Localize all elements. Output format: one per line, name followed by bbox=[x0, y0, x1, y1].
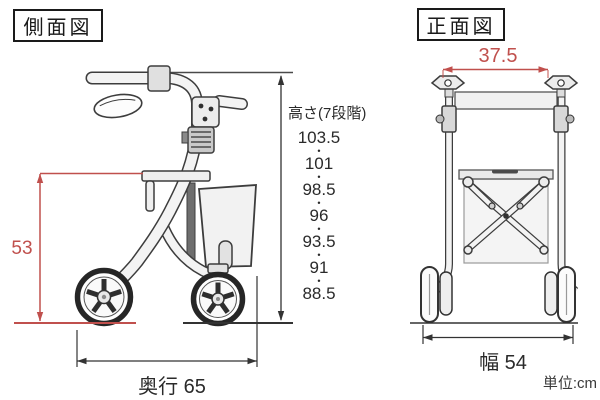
handle-span-dimension bbox=[442, 66, 549, 78]
height-step-dot: • bbox=[317, 275, 321, 286]
seat-height-dimension bbox=[14, 172, 143, 324]
height-heading: 高さ(7段階) bbox=[288, 105, 367, 122]
height-step-dot: • bbox=[317, 197, 321, 208]
height-step-dot: • bbox=[317, 145, 321, 156]
height-step-value: 88.5 bbox=[302, 284, 336, 303]
front-wheel bbox=[74, 267, 134, 327]
seat-height-value: 53 bbox=[11, 238, 33, 259]
side-view-title: 側面図 bbox=[13, 9, 103, 42]
depth-dimension bbox=[76, 276, 258, 367]
depth-dimension-label: 奥行 65 bbox=[138, 376, 206, 398]
side-basket bbox=[186, 182, 257, 270]
height-step-value: 96 bbox=[309, 206, 329, 225]
front-view-title: 正面図 bbox=[417, 8, 505, 41]
side-view-drawing bbox=[74, 65, 293, 327]
seat bbox=[141, 170, 211, 212]
height-step-dot: • bbox=[317, 249, 321, 260]
height-step-value: 91 bbox=[309, 258, 329, 277]
height-step-value: 101 bbox=[304, 154, 334, 173]
height-step-value: 103.5 bbox=[297, 128, 341, 147]
height-step-value: 93.5 bbox=[302, 232, 336, 251]
x-fold-mechanism bbox=[462, 176, 550, 255]
height-step-value: 98.5 bbox=[302, 180, 336, 199]
brake-lever bbox=[93, 93, 143, 119]
height-adjuster-clamp bbox=[181, 126, 215, 154]
front-view-title-label: 正面図 bbox=[426, 16, 496, 38]
height-values: 103.5 • 101 • 98.5 • 96 • 93.5 • 91 • 88… bbox=[288, 129, 350, 303]
side-view-title-label: 側面図 bbox=[23, 17, 93, 39]
width-dimension-label: 幅 54 bbox=[479, 352, 527, 374]
unit-note: 単位:cm bbox=[542, 375, 597, 392]
handle-span-value: 37.5 bbox=[478, 45, 518, 67]
handle-knobs bbox=[430, 75, 579, 90]
backrest-panel bbox=[454, 91, 558, 110]
front-view-drawing bbox=[410, 75, 579, 324]
overall-height-dimension bbox=[183, 75, 293, 324]
rear-wheel bbox=[190, 271, 246, 327]
front-view-wheels bbox=[420, 266, 576, 323]
width-dimension bbox=[422, 325, 574, 344]
height-step-dot: • bbox=[317, 223, 321, 234]
height-settings-list: 高さ(7段階) 103.5 • 101 • 98.5 • 96 • 93.5 •… bbox=[288, 103, 374, 303]
height-step-dot: • bbox=[317, 171, 321, 182]
front-seat-bar bbox=[458, 169, 554, 180]
handle-assembly bbox=[85, 65, 248, 154]
